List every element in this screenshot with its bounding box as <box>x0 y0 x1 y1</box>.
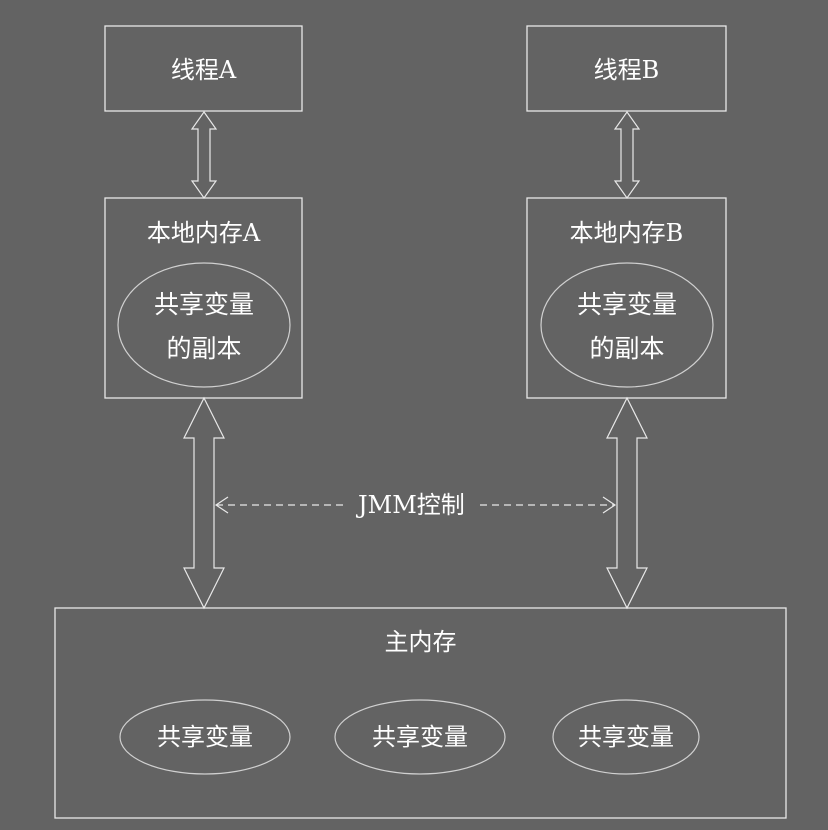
local-copy-a-label-line2: 的副本 <box>166 334 242 363</box>
local-copy-a-label-line1: 共享变量 <box>153 290 254 319</box>
local-copy-b-ellipse <box>540 262 714 388</box>
shared-variable-label-1: 共享变量 <box>157 723 253 751</box>
shared-variable-label-3: 共享变量 <box>578 723 674 751</box>
thread-b-local-arrow <box>613 110 641 200</box>
local-copy-b-label-line2: 的副本 <box>589 334 665 363</box>
thread-a-local-arrow <box>190 110 218 200</box>
local-b-main-arrow <box>606 396 648 610</box>
jmm-control-arrowhead-left <box>214 496 229 514</box>
shared-variable-ellipse-3 <box>552 699 700 775</box>
local-copy-b-label-line1: 共享变量 <box>576 290 677 319</box>
local-memory-a-label: 本地内存A <box>146 219 261 247</box>
jmm-control-label: JMM控制 <box>344 490 479 520</box>
shared-variable-label-2: 共享变量 <box>372 723 468 751</box>
thread-b-box <box>526 25 727 112</box>
shared-variable-ellipse-2 <box>334 699 506 775</box>
thread-a-box <box>104 25 303 112</box>
jmm-control-arrowhead-right <box>602 496 617 514</box>
shared-variable-ellipse-1 <box>119 699 291 775</box>
local-a-main-arrow <box>183 396 225 610</box>
local-memory-b-label: 本地内存B <box>569 219 684 247</box>
thread-b-label: 线程B <box>593 56 660 84</box>
main-memory-box <box>54 607 787 819</box>
local-copy-a-ellipse <box>117 262 291 388</box>
thread-a-label: 线程A <box>170 56 237 84</box>
main-memory-label: 主内存 <box>384 628 457 656</box>
